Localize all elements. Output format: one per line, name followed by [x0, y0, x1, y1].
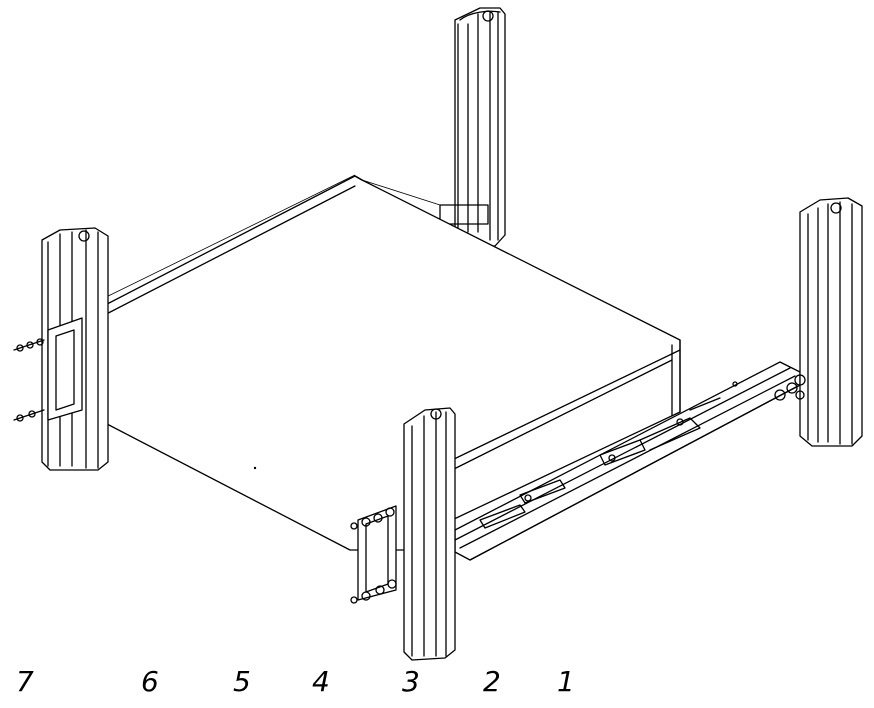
callout-3: 3 [402, 665, 420, 698]
callout-4: 4 [312, 665, 330, 698]
callout-6: 6 [141, 665, 159, 698]
rear-post-center [439, 7, 506, 247]
front-post-center [350, 407, 456, 661]
rear-post-right [774, 197, 863, 447]
slide-rail [454, 361, 801, 561]
callout-7: 7 [16, 665, 34, 698]
callout-2: 2 [483, 665, 501, 698]
callout-5: 5 [233, 665, 251, 698]
enclosure-box [79, 175, 681, 551]
front-post-left [13, 227, 109, 471]
rear-frame-lines [99, 174, 441, 301]
callout-1: 1 [557, 665, 575, 698]
